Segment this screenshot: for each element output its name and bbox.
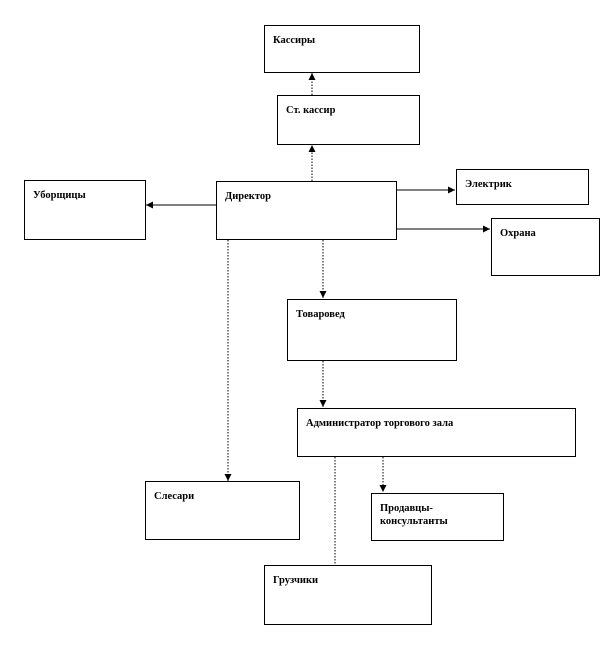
box-label-director: Директор [225, 191, 271, 202]
box-label-locksmiths: Слесари [154, 491, 195, 502]
box-hall-admin: Администратор торгового зала [297, 408, 576, 457]
box-sales-consultants: Продавцы-консультанты [371, 493, 504, 541]
box-label-loaders: Грузчики [273, 575, 319, 586]
box-locksmiths: Слесари [145, 481, 300, 540]
box-cashiers: Кассиры [264, 25, 420, 73]
box-label-electrician: Электрик [465, 179, 512, 190]
box-label-senior-cashier: Ст. кассир [286, 105, 336, 116]
box-senior-cashier: Ст. кассир [277, 95, 420, 145]
box-label-merchandiser: Товаровед [296, 309, 345, 320]
box-electrician: Электрик [456, 169, 589, 205]
box-cleaners: Уборщицы [24, 180, 146, 240]
box-label-sales-consultants: Продавцы-консультанты [380, 503, 448, 527]
box-label-hall-admin: Администратор торгового зала [306, 418, 454, 429]
box-loaders: Грузчики [264, 565, 432, 625]
box-security: Охрана [491, 218, 600, 276]
box-label-security: Охрана [500, 228, 536, 239]
box-director: Директор [216, 181, 397, 240]
box-label-cashiers: Кассиры [273, 35, 316, 46]
box-label-cleaners: Уборщицы [33, 190, 86, 201]
box-merchandiser: Товаровед [287, 299, 457, 361]
